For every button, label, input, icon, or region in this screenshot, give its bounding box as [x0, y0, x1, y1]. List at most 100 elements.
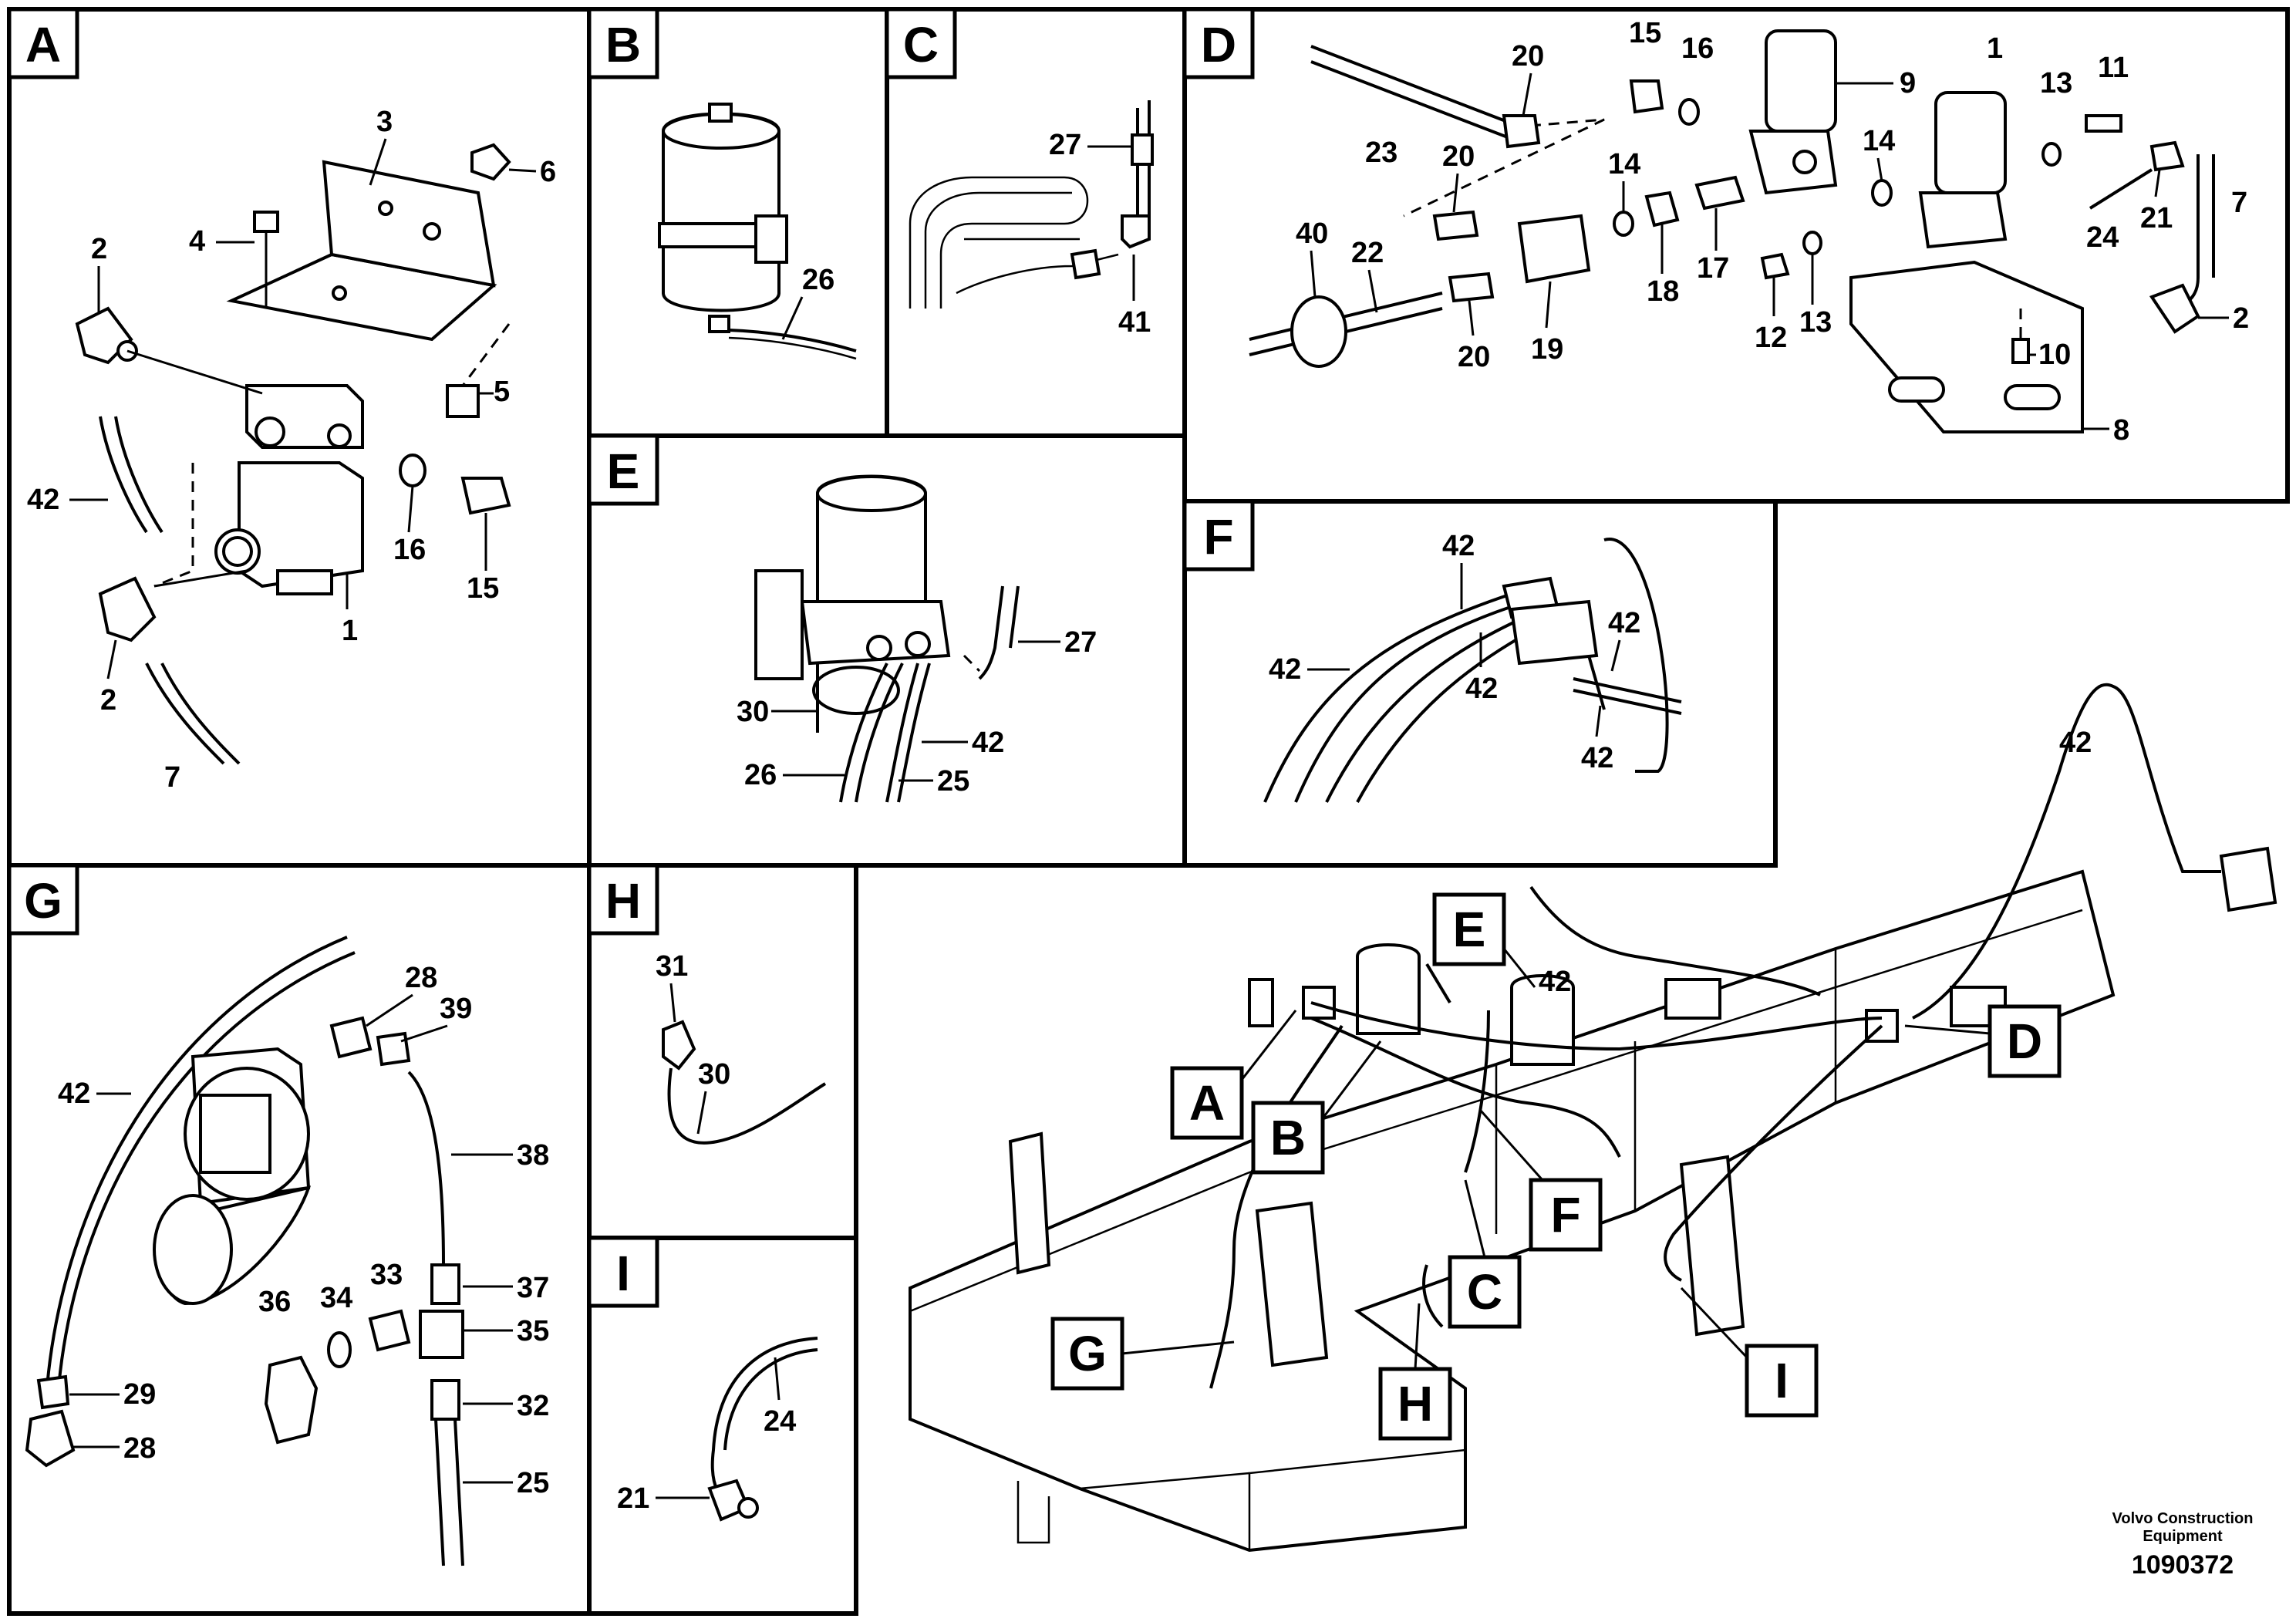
washer-16: [399, 454, 426, 487]
part-num-11: 11: [2098, 52, 2129, 84]
part-num-27-e: 27: [1064, 626, 1097, 659]
chassis-outline: [909, 869, 2116, 1553]
fitting-20-mid: [1432, 210, 1479, 241]
hose-30-h: [667, 1067, 827, 1145]
part-num-40: 40: [1296, 218, 1328, 250]
fitting-21: [2149, 140, 2185, 172]
fitting-41-body: [1070, 248, 1101, 280]
part-num-6: 6: [540, 156, 556, 188]
washer-13: [1802, 231, 1822, 255]
fitting-29: [36, 1374, 70, 1410]
part-num-13-a: 13: [2040, 67, 2072, 99]
part-num-26-b: 26: [802, 264, 834, 296]
overview-hose-42b-label: 42: [2059, 727, 2092, 759]
part-num-16-d: 16: [1681, 32, 1714, 65]
panel-h-drawing: 31 30: [656, 950, 827, 1145]
hose-38: [407, 1071, 445, 1266]
hose-24: [2089, 168, 2153, 210]
part-num-14-b: 14: [1863, 125, 1895, 157]
tank-outline: [1603, 538, 1669, 773]
panel-h-label: H: [605, 873, 641, 929]
part-num-32: 32: [517, 1390, 549, 1422]
tube-coil: [909, 176, 1089, 309]
overview-hose-42a: [1529, 885, 1821, 996]
panel-g-label: G: [24, 873, 62, 929]
part-num-35: 35: [517, 1315, 549, 1347]
part-num-10: 10: [2038, 339, 2071, 371]
bolt-11: [2085, 114, 2122, 133]
nut-18: [1644, 191, 1680, 228]
fitting-20-top: [1502, 114, 1541, 149]
solenoid-valve-1-d: [1934, 91, 2007, 194]
dryer-bracket: [754, 569, 804, 680]
panel-e-drawing: 27 30 42 26 25: [737, 474, 1097, 803]
fitting-33: [368, 1309, 411, 1352]
hose-end-27: [1131, 133, 1154, 166]
part-num-15: 15: [467, 572, 499, 605]
part-num-42-e: 42: [972, 727, 1004, 759]
panel-c-drawing: 27 41: [909, 100, 1154, 339]
valve-1-block: [1918, 191, 2008, 249]
part-num-8: 8: [2113, 414, 2129, 447]
part-num-42-f2: 42: [1269, 653, 1301, 686]
bolt-4: [253, 211, 279, 233]
solenoid-valve-1: [238, 461, 364, 588]
hose-42-g: [45, 936, 348, 1397]
part-num-17: 17: [1697, 252, 1729, 285]
callout-a: A: [1189, 1075, 1225, 1131]
elbow-2-d: [2149, 283, 2200, 334]
connector-19: [1517, 214, 1591, 284]
panel-g-drawing: 28 39 42 38 36 34 33 37 35 29 32 28 25: [25, 936, 549, 1566]
part-num-38: 38: [517, 1139, 549, 1172]
overview-callouts: A B C D E F G H I 42 42: [1050, 727, 2092, 1441]
hose-42-f1: [1263, 592, 1512, 803]
elbow-2-bottom: [98, 576, 157, 642]
hose-25-g: [434, 1418, 445, 1566]
hose-23: [1310, 45, 1512, 125]
fitting-28-top: [329, 1016, 373, 1059]
fitting-17: [1694, 175, 1745, 211]
panel-i-drawing: 24 21: [617, 1337, 818, 1522]
doc-number: 1090372: [2132, 1550, 2234, 1580]
part-num-28-a: 28: [405, 962, 437, 994]
panel-f-drawing: 42 42 42 42 42: [1263, 530, 1682, 803]
washer-14: [1613, 211, 1634, 237]
panel-f-frame: [1182, 499, 1778, 868]
valve-f: [1509, 599, 1599, 666]
panel-e-label: E: [607, 443, 640, 499]
fitting-20-low: [1448, 271, 1495, 303]
part-num-29: 29: [123, 1378, 156, 1411]
part-num-15-d: 15: [1629, 17, 1661, 49]
horn-label-plate: [199, 1094, 271, 1174]
washer-14-b: [1871, 179, 1893, 207]
part-num-23: 23: [1365, 137, 1397, 169]
panel-b-drawing: 26: [658, 103, 857, 360]
fitting-28-bottom: [25, 1409, 76, 1468]
solenoid-valve-9: [1765, 29, 1837, 133]
part-num-19: 19: [1531, 333, 1563, 366]
part-num-20-c: 20: [1458, 341, 1490, 373]
part-num-7: 7: [164, 761, 180, 794]
overview-valve-a: [1302, 986, 1336, 1020]
hose-26-e: [839, 663, 888, 803]
bolt-5: [446, 384, 480, 418]
part-num-18: 18: [1647, 275, 1679, 308]
part-num-31: 31: [656, 950, 688, 983]
footer: Volvo Construction Equipment 1090372: [2112, 1510, 2254, 1580]
part-num-30: 30: [737, 696, 769, 728]
callout-i: I: [1775, 1353, 1789, 1408]
hose-7: [145, 663, 225, 765]
part-num-42: 42: [27, 484, 59, 516]
part-num-25-g: 25: [517, 1467, 549, 1499]
part-num-27-c: 27: [1049, 129, 1081, 161]
hose-27-e: [978, 585, 1004, 680]
fitting-39: [376, 1031, 411, 1067]
hose-7-d: [2182, 154, 2200, 306]
overview-hose-i: [1664, 1024, 1883, 1282]
panel-i-label: I: [616, 1246, 630, 1301]
part-num-22: 22: [1351, 237, 1384, 269]
bolt-10: [2011, 338, 2030, 364]
part-num-13-b: 13: [1799, 306, 1832, 339]
overview-hose-42a-label: 42: [1539, 966, 1571, 998]
fitting-31: [662, 1020, 696, 1071]
